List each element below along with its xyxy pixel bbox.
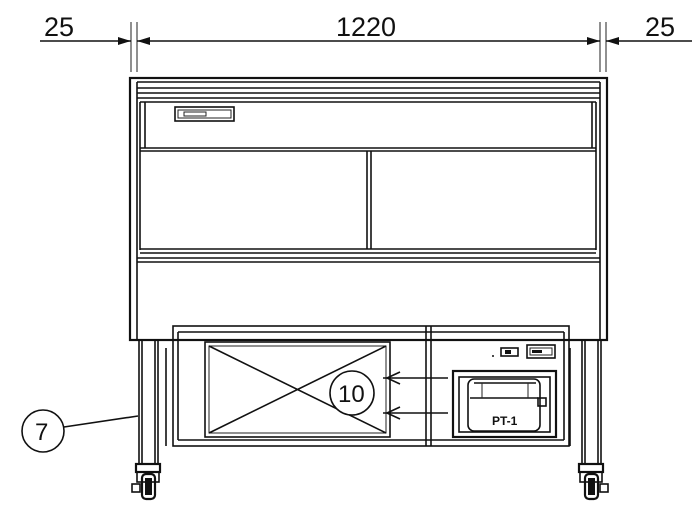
callout-10 bbox=[329, 370, 375, 416]
lower-base bbox=[165, 325, 571, 447]
compressor-unit bbox=[451, 369, 558, 439]
dimension-center: 1220 bbox=[336, 12, 396, 42]
upper-cabinet bbox=[128, 76, 609, 342]
dimension-lines bbox=[40, 22, 692, 72]
dimension-right: 25 bbox=[645, 12, 675, 42]
callout-7 bbox=[21, 409, 139, 453]
callout-7-label: 7 bbox=[35, 419, 48, 446]
callout-10-label: 10 bbox=[338, 381, 365, 408]
glass-panels bbox=[137, 151, 600, 263]
electrical-controls bbox=[500, 344, 556, 359]
compressor-label: PT-1 bbox=[492, 414, 518, 428]
left-caster bbox=[131, 462, 162, 501]
refrigerant-arrows bbox=[383, 371, 448, 420]
dimension-left: 25 bbox=[44, 12, 74, 42]
right-caster bbox=[577, 462, 609, 501]
evaporator-unit bbox=[204, 341, 391, 438]
left-leg bbox=[138, 339, 159, 465]
right-leg bbox=[581, 339, 602, 465]
control-display bbox=[174, 106, 235, 122]
